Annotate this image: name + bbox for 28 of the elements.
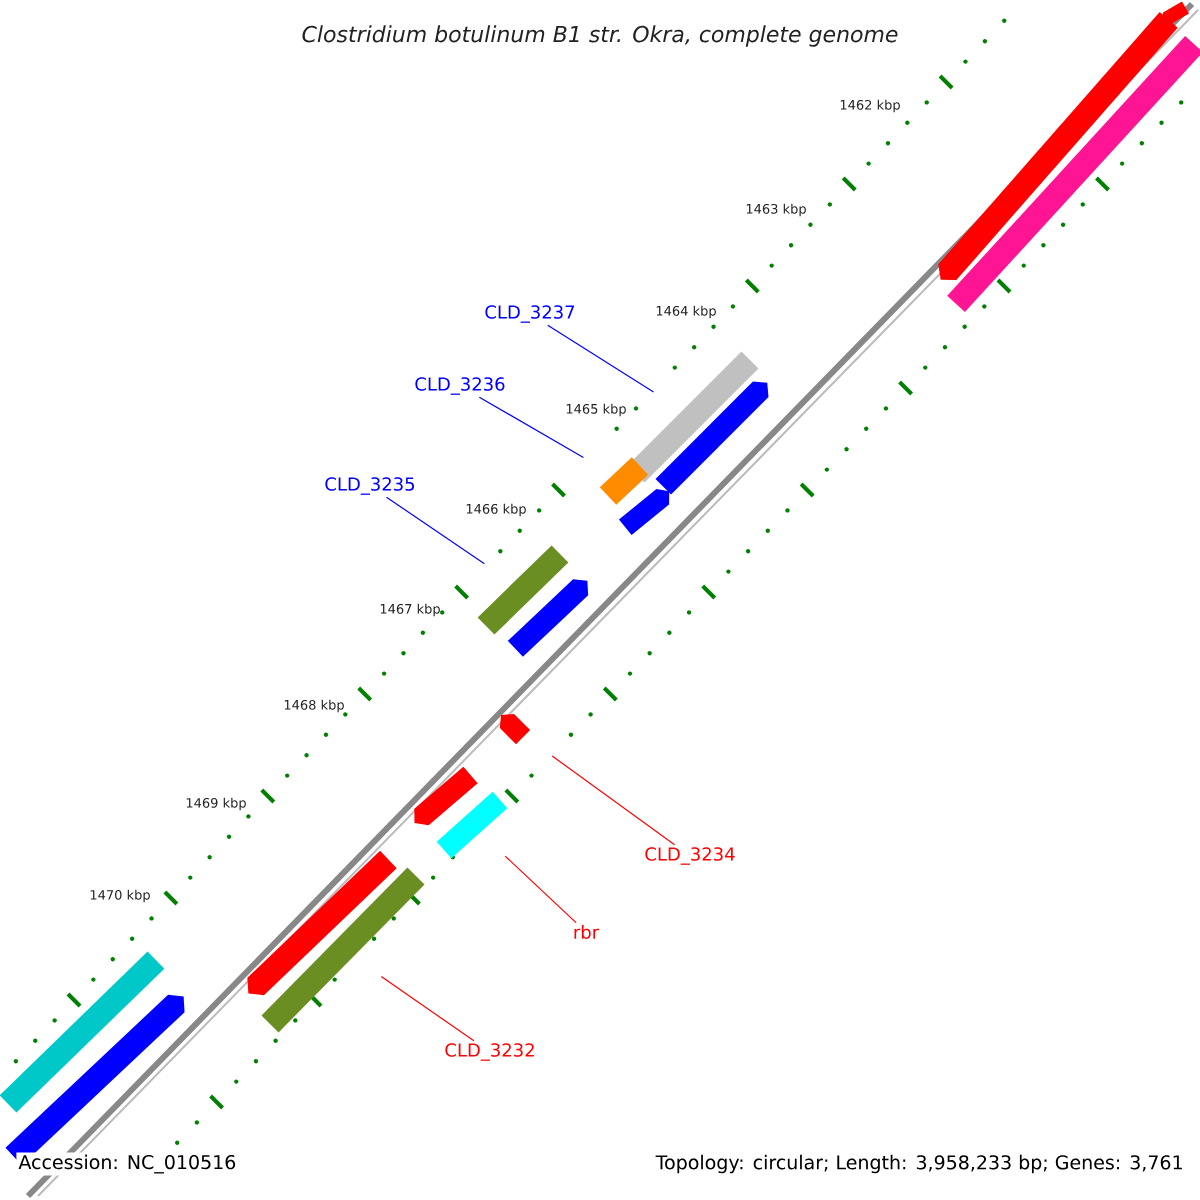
leader-line (547, 324, 655, 393)
gene-label: rbr (574, 925, 600, 939)
gene-bar (938, 11, 1178, 281)
gene-bar (499, 713, 531, 745)
gene-bar (247, 850, 397, 996)
gene-label: CLD_3236 (415, 377, 505, 395)
gene-bar (507, 579, 589, 657)
leader-line (385, 496, 486, 565)
accession-text: Accession: NC_010516 (16, 1152, 239, 1176)
map-title: Clostridium botulinum B1 str. Okra, complete genome (302, 25, 898, 47)
gene-bar (599, 457, 649, 505)
leader-line (551, 755, 676, 846)
gene-bar (436, 791, 508, 859)
gene-bar (0, 951, 165, 1113)
gene-bar (618, 488, 670, 536)
gene-bar (261, 867, 425, 1033)
gene-bar (947, 35, 1200, 313)
gene-bar (477, 545, 569, 635)
gene-label: CLD_3234 (645, 847, 735, 865)
leader-line (504, 855, 577, 924)
leader-line (380, 975, 475, 1042)
gene-label: CLD_3235 (325, 477, 415, 495)
gene-label: CLD_3237 (485, 305, 575, 323)
gene-bar (655, 381, 769, 495)
leader-line (478, 396, 584, 459)
gene-label: CLD_3232 (445, 1043, 534, 1061)
gene-bar (414, 766, 478, 826)
genome-info-text: Topology: circular; Length: 3,958,233 bp; Genes: 3,761 (655, 1154, 1182, 1174)
